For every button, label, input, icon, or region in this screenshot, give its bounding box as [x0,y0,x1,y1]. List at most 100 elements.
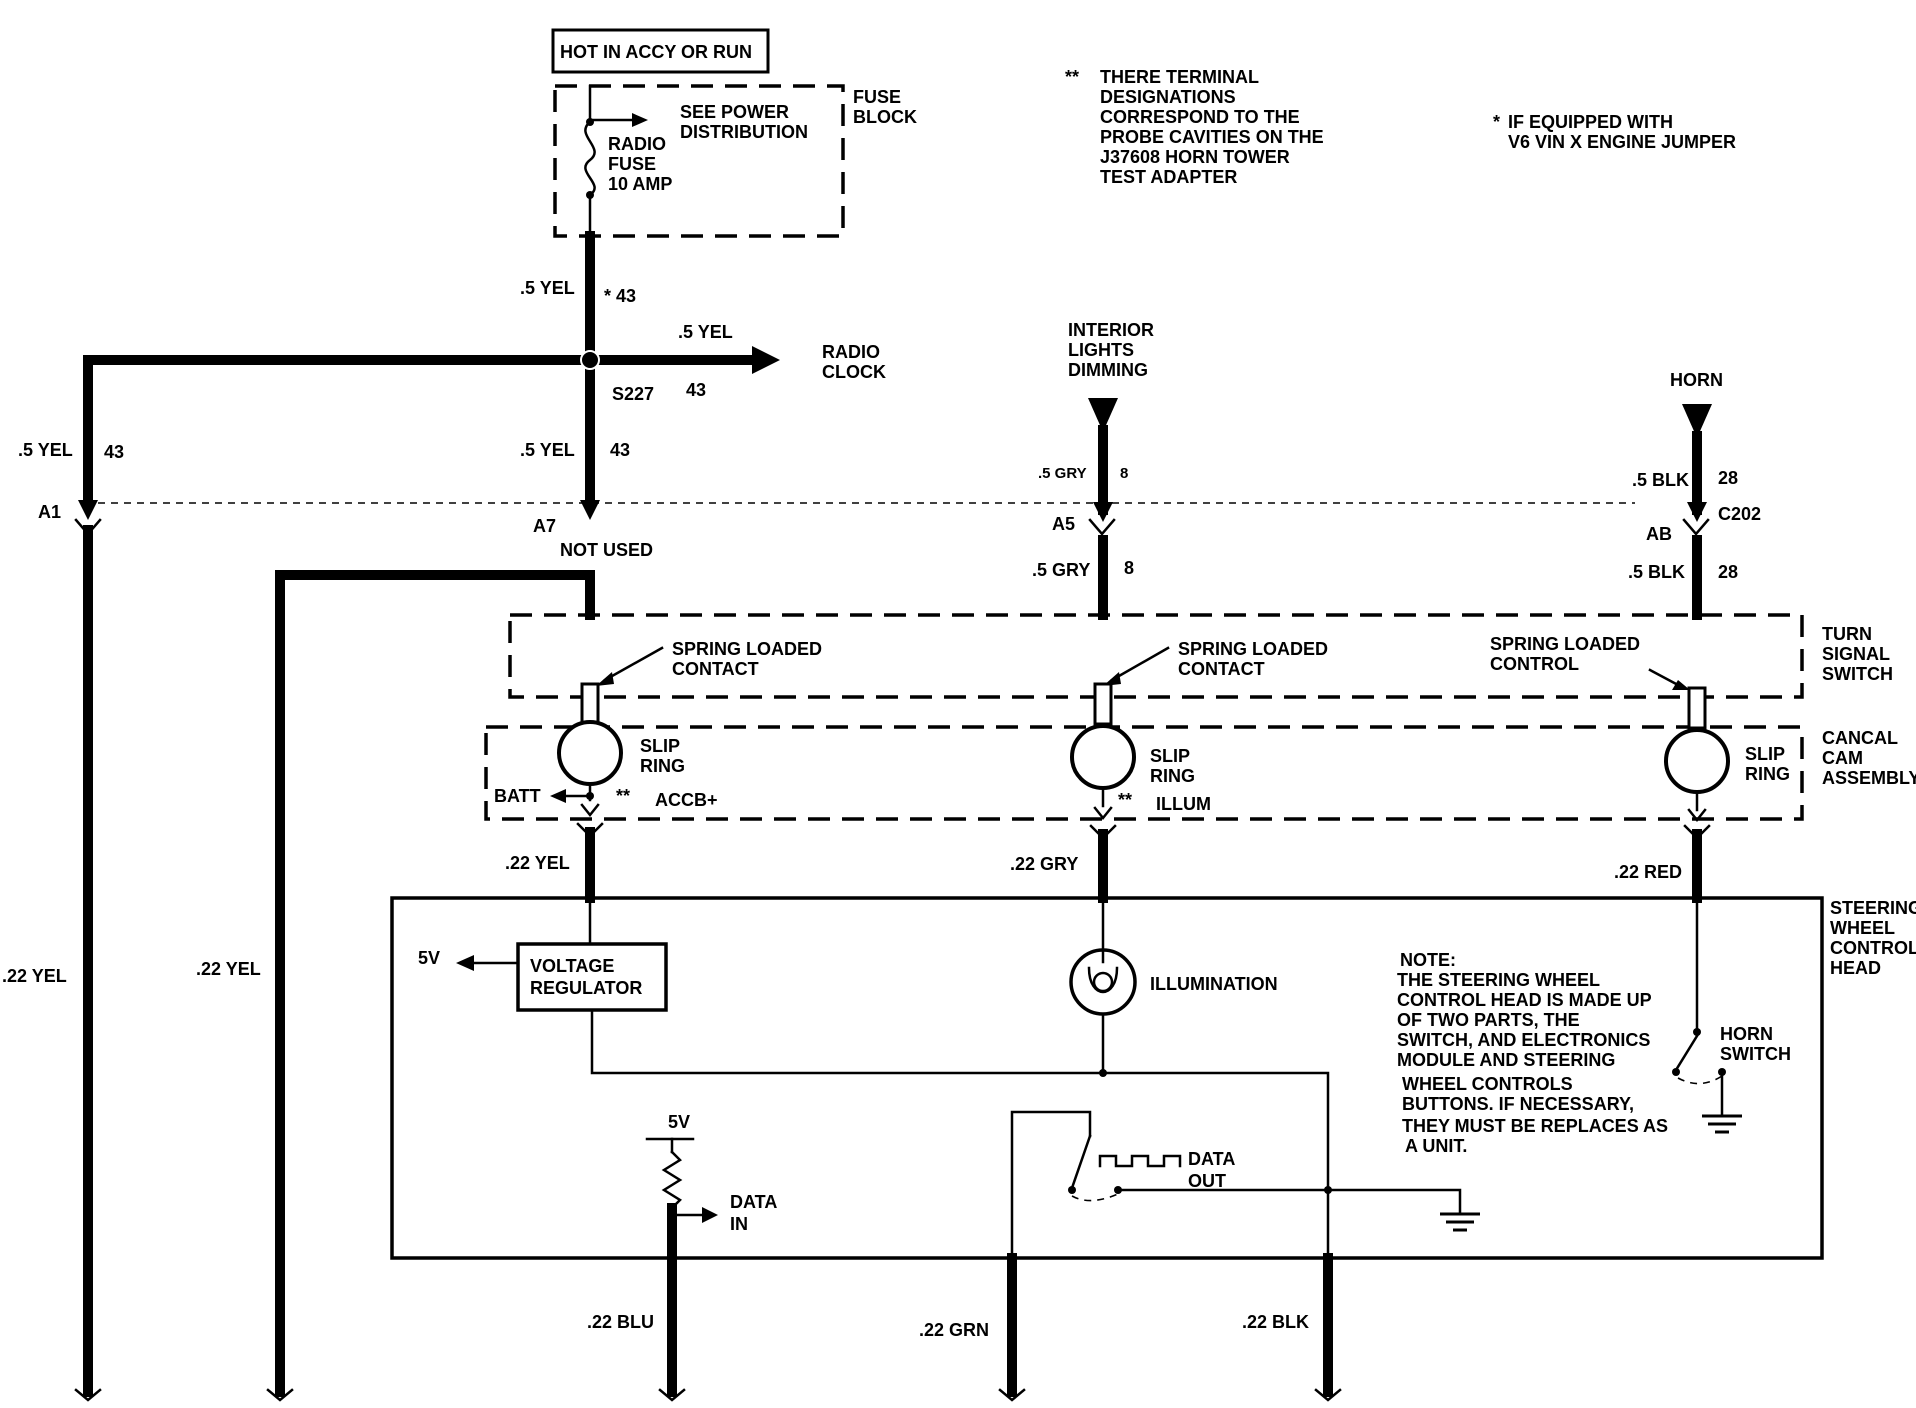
svg-text:.5 BLK: .5 BLK [1632,470,1689,490]
svg-text:THERE TERMINAL: THERE TERMINAL [1100,67,1259,87]
svg-text:ASSEMBLY: ASSEMBLY [1822,768,1916,788]
svg-text:SWITCH, AND ELECTRONICS: SWITCH, AND ELECTRONICS [1397,1030,1650,1050]
connector-pins: A1 A7 A5 AB C202 NOT USED [38,502,1761,560]
svg-text:*: * [604,286,611,306]
svg-text:FUSE: FUSE [608,154,656,174]
svg-text:TEST ADAPTER: TEST ADAPTER [1100,167,1237,187]
svg-text:**: ** [616,786,630,806]
svg-text:CONTROL: CONTROL [1830,938,1916,958]
svg-text:IF EQUIPPED WITH: IF EQUIPPED WITH [1508,112,1673,132]
svg-text:SWITCH: SWITCH [1720,1044,1791,1064]
svg-text:THE STEERING WHEEL: THE STEERING WHEEL [1397,970,1600,990]
svg-text:CORRESPOND TO THE: CORRESPOND TO THE [1100,107,1300,127]
svg-text:SEE POWER: SEE POWER [680,102,789,122]
svg-text:.5 BLK: .5 BLK [1628,562,1685,582]
svg-text:.22 YEL: .22 YEL [2,966,67,986]
svg-text:.5 GRY: .5 GRY [1038,465,1087,482]
svg-text:8: 8 [1124,558,1134,578]
svg-text:THEY MUST BE REPLACES AS: THEY MUST BE REPLACES AS [1402,1116,1668,1136]
svg-text:.5 GRY: .5 GRY [1032,560,1090,580]
head-feed-wires: .22 YEL .22 GRY .22 RED [505,822,1711,903]
svg-text:RING: RING [1745,764,1790,784]
svg-text:SLIP: SLIP [1745,744,1785,764]
svg-text:CAM: CAM [1822,748,1863,768]
svg-text:RADIO: RADIO [822,342,880,362]
svg-text:WHEEL CONTROLS: WHEEL CONTROLS [1402,1074,1573,1094]
svg-text:8: 8 [1120,465,1128,482]
svg-text:.5 YEL: .5 YEL [678,322,733,342]
svg-text:.22 YEL: .22 YEL [505,853,570,873]
svg-text:DESIGNATIONS: DESIGNATIONS [1100,87,1236,107]
svg-text:10 AMP: 10 AMP [608,174,672,194]
horn-feed: HORN .5 BLK 28 .5 BLK 28 [1628,370,1738,620]
svg-text:.5 YEL: .5 YEL [520,278,575,298]
svg-text:V6 VIN X ENGINE JUMPER: V6 VIN X ENGINE JUMPER [1508,132,1736,152]
svg-text:5V: 5V [418,948,440,968]
svg-text:ILLUM: ILLUM [1156,794,1211,814]
cancal-cam-assembly: CANCAL CAM ASSEMBLY SLIP RING BATT ** AC… [484,682,1916,823]
bottom-wires: .22 BLU .22 GRN .22 BLK [587,1253,1342,1402]
svg-text:SPRING LOADED: SPRING LOADED [672,639,822,659]
left-yel-wires: .22 YEL .22 YEL [2,525,595,1402]
svg-text:**: ** [1118,790,1132,810]
interior-lights-feed: INTERIOR LIGHTS DIMMING .5 GRY 8 .5 GRY … [1032,320,1154,620]
svg-text:HOT IN ACCY OR RUN: HOT IN ACCY OR RUN [560,42,752,62]
svg-text:CONTROL HEAD IS MADE UP: CONTROL HEAD IS MADE UP [1397,990,1652,1010]
svg-text:LIGHTS: LIGHTS [1068,340,1134,360]
svg-text:CONTACT: CONTACT [1178,659,1265,679]
fuse-block: FUSE BLOCK SEE POWER DISTRIBUTION RADIO … [553,84,917,238]
svg-text:A7: A7 [533,516,556,536]
svg-text:TURN: TURN [1822,624,1872,644]
svg-text:SWITCH: SWITCH [1822,664,1893,684]
svg-text:SPRING LOADED: SPRING LOADED [1178,639,1328,659]
svg-text:S227: S227 [612,384,654,404]
svg-text:C202: C202 [1718,504,1761,524]
svg-text:A1: A1 [38,502,61,522]
svg-text:HEAD: HEAD [1830,958,1881,978]
svg-text:*: * [1493,112,1500,132]
svg-text:SIGNAL: SIGNAL [1822,644,1890,664]
svg-text:OF TWO PARTS, THE: OF TWO PARTS, THE [1397,1010,1580,1030]
svg-text:28: 28 [1718,562,1738,582]
svg-text:BUTTONS. IF NECESSARY,: BUTTONS. IF NECESSARY, [1402,1094,1634,1114]
svg-text:SLIP: SLIP [640,736,680,756]
svg-text:MODULE AND STEERING: MODULE AND STEERING [1397,1050,1615,1070]
svg-text:J37608 HORN TOWER: J37608 HORN TOWER [1100,147,1290,167]
svg-text:DATA: DATA [730,1192,777,1212]
svg-text:.22 GRY: .22 GRY [1010,854,1078,874]
svg-text:HORN: HORN [1670,370,1723,390]
svg-text:FUSE: FUSE [853,87,901,107]
svg-text:43: 43 [104,442,124,462]
svg-text:43: 43 [686,380,706,400]
svg-text:VOLTAGE: VOLTAGE [530,956,614,976]
hot-in-box: HOT IN ACCY OR RUN [551,28,770,74]
svg-text:.22 BLU: .22 BLU [587,1312,654,1332]
svg-text:28: 28 [1718,468,1738,488]
svg-text:BATT: BATT [494,786,541,806]
svg-text:.5 YEL: .5 YEL [520,440,575,460]
svg-text:.5 YEL: .5 YEL [18,440,73,460]
svg-text:NOT USED: NOT USED [560,540,653,560]
notes-top: ** THERE TERMINAL DESIGNATIONS CORRESPON… [1065,67,1736,187]
svg-text:43: 43 [616,286,636,306]
svg-text:STEERING: STEERING [1830,898,1916,918]
svg-text:**: ** [1065,67,1079,87]
svg-text:SLIP: SLIP [1150,746,1190,766]
svg-text:RING: RING [640,756,685,776]
svg-text:CONTROL: CONTROL [1490,654,1579,674]
svg-text:CANCAL: CANCAL [1822,728,1898,748]
svg-text:CONTACT: CONTACT [672,659,759,679]
svg-text:DISTRIBUTION: DISTRIBUTION [680,122,808,142]
svg-text:AB: AB [1646,524,1672,544]
steering-wheel-control-head: STEERING WHEEL CONTROL HEAD VOLTAGE REGU… [390,896,1916,1345]
svg-text:REGULATOR: REGULATOR [530,978,642,998]
svg-text:DIMMING: DIMMING [1068,360,1148,380]
svg-text:ACCB+: ACCB+ [655,790,718,810]
turn-signal-switch: TURN SIGNAL SWITCH SPRING LOADED CONTACT… [508,613,1893,699]
yel-feed: .5 YEL * 43 .5 YEL RADIO CLOCK S227 43 .… [18,231,886,520]
svg-text:A5: A5 [1052,514,1075,534]
svg-text:A UNIT.: A UNIT. [1405,1136,1467,1156]
svg-text:BLOCK: BLOCK [853,107,917,127]
svg-text:.22 GRN: .22 GRN [919,1320,989,1340]
